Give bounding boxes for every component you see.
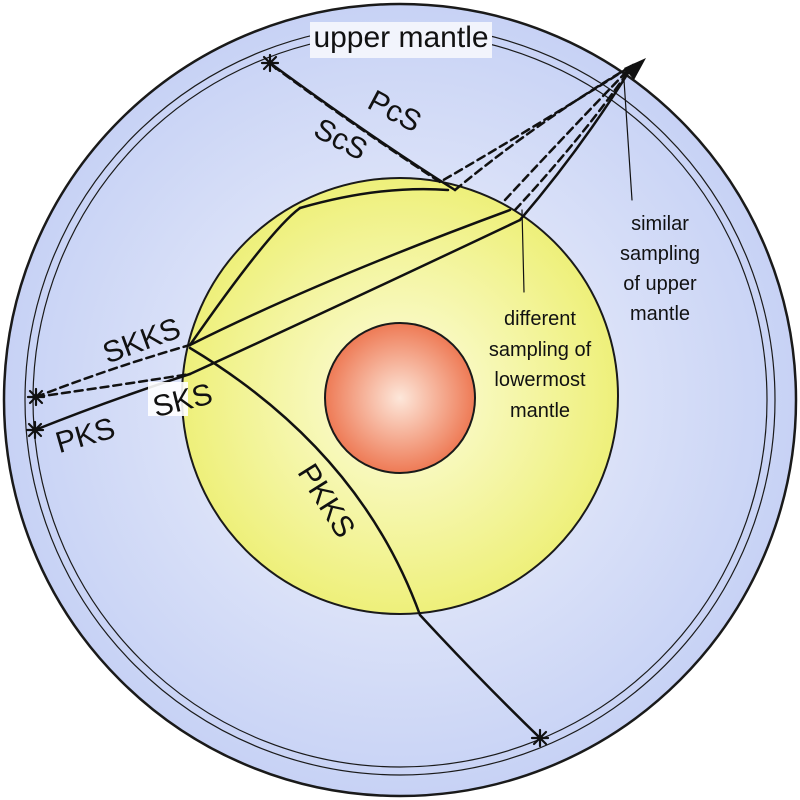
similar-note-line-3: of upper	[623, 273, 697, 295]
different-note-line-3: lowermost	[494, 369, 586, 391]
sks-label-bg	[148, 382, 188, 416]
pkks-ray-mantle	[418, 613, 542, 740]
different-note-line-4: mantle	[510, 400, 570, 422]
pks-ray-upgoing	[518, 68, 632, 222]
ray-paths	[33, 61, 635, 740]
similar-note-line-2: sampling	[620, 243, 700, 265]
pkks-ray-core	[188, 346, 422, 617]
skks-ray-core-1	[188, 206, 302, 347]
pcs-upgoing-dashed	[453, 63, 635, 192]
receiver-station-icon	[624, 58, 646, 80]
label-upper-mantle: upper mantle	[313, 21, 488, 54]
pks-ray-mantle	[33, 372, 192, 432]
source-star-left-upper	[26, 387, 46, 407]
source-star-top	[260, 53, 280, 73]
upper-mantle-label-bg	[310, 22, 492, 58]
fan-dashed-2	[513, 70, 630, 212]
sks-ray-core	[188, 208, 512, 347]
different-note-line-2: sampling of	[489, 339, 592, 361]
similar-note-line-4: mantle	[630, 303, 690, 325]
sks-ray-mantle-dashed	[34, 372, 192, 399]
source-star-left-lower	[25, 420, 45, 440]
pks-ray-core	[188, 218, 522, 376]
skks-ray-mantle-dashed	[34, 343, 192, 399]
fan-dashed-1	[503, 66, 632, 202]
similar-note-line-1: similar	[631, 213, 689, 235]
different-leader-line	[521, 209, 525, 293]
skks-ray-core-2	[298, 187, 450, 210]
different-note-line-1: different	[504, 308, 576, 330]
source-star-bottom	[530, 728, 550, 748]
similar-leader-line	[623, 79, 633, 201]
event-markers	[25, 53, 550, 748]
inner-core	[324, 322, 476, 474]
